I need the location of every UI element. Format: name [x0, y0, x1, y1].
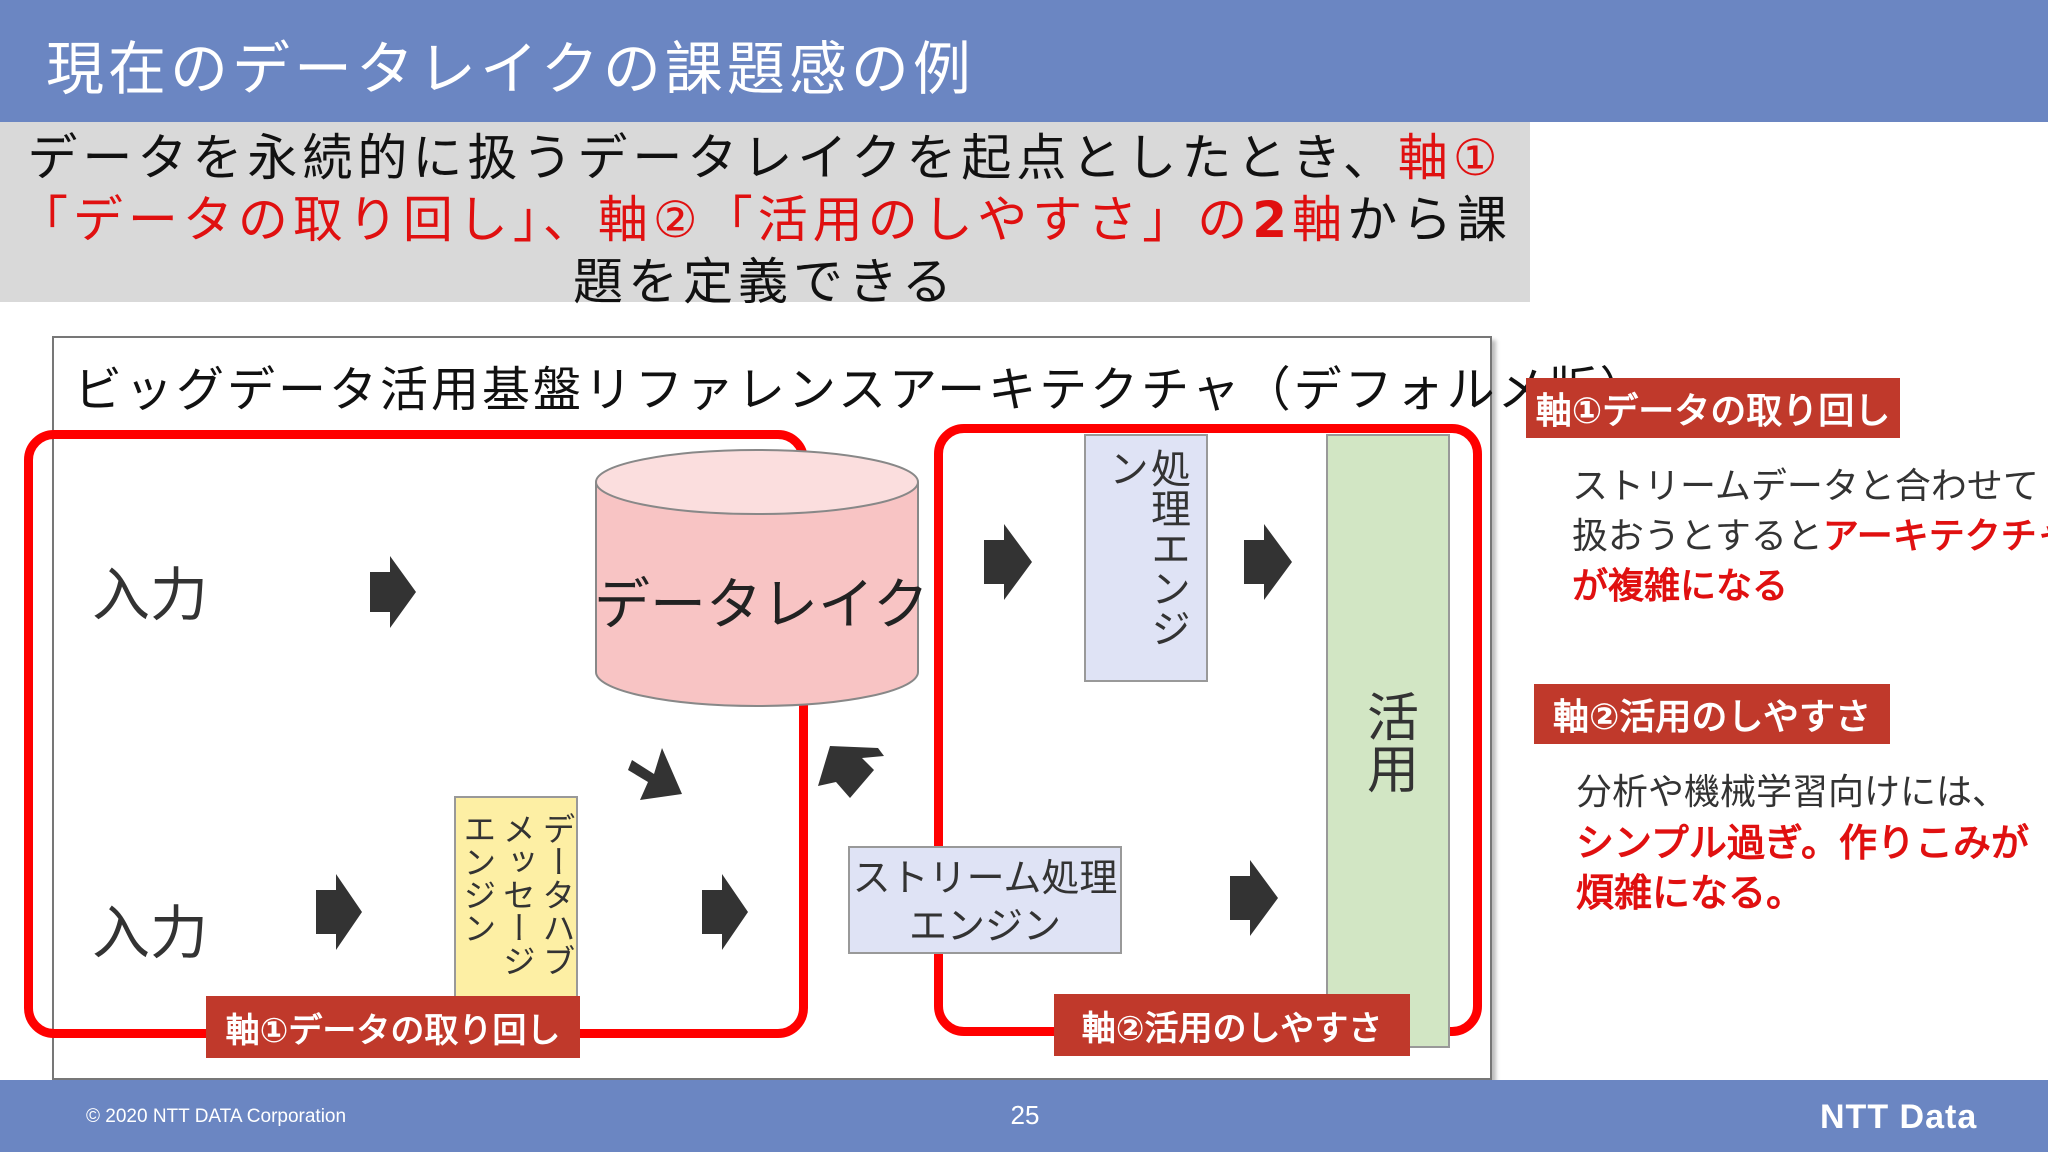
usage-label: 活用 — [1357, 690, 1418, 794]
subtitle-highlight: 「データの取り回し」、軸②「活用のしやすさ」の — [17, 191, 1253, 249]
input-label-bottom: 入力 — [92, 899, 209, 967]
axis1-desc-highlight: が複雑になる — [1572, 566, 1789, 607]
axis2-tag-side: 軸②活用のしやすさ — [1534, 684, 1890, 744]
axis1-desc-line: 扱おうとするとアーキテクチャ — [1572, 512, 2048, 562]
subtitle-highlight: 2 — [1252, 191, 1293, 249]
axis2-desc-highlight: 煩雑になる。 — [1576, 871, 1805, 915]
copyright: © 2020 NTT DATA Corporation — [86, 1106, 347, 1127]
page-title: 現在のデータレイクの課題感の例 — [46, 35, 975, 103]
subtitle-highlight: 軸 — [1292, 191, 1348, 249]
stream-processing-label: ストリーム処理 — [852, 856, 1118, 900]
arrow-up-left-icon — [818, 746, 884, 798]
arrow-right-icon — [984, 524, 1032, 600]
diagram-title: ビッグデータ活用基盤リファレンスアーキテクチャ（デフォルメ版） — [74, 362, 1651, 418]
subtitle-line-1: データを永続的に扱うデータレイクを起点としたとき、軸① — [0, 118, 1530, 190]
arrow-right-icon — [316, 874, 362, 950]
axis1-desc-text: 扱おうとすると — [1572, 516, 1823, 557]
axis1-description: ストリームデータと合わせて 扱おうとするとアーキテクチャ が複雑になる — [1572, 462, 2048, 612]
data-lake-cylinder — [595, 449, 919, 707]
usage-box — [1326, 434, 1450, 1048]
footer-bar — [0, 1080, 2048, 1152]
subtitle-text: から課 — [1347, 191, 1513, 249]
arrow-up-right-icon — [628, 748, 682, 800]
message-hub-box: データハブメッセージエンジン — [454, 796, 578, 1000]
arrow-right-icon — [702, 874, 748, 950]
subtitle-line-3: 題を定義できる — [573, 253, 957, 311]
title-bar — [0, 0, 2048, 122]
data-lake-label: データレイク — [594, 573, 929, 638]
axis1-desc-line: ストリームデータと合わせて — [1572, 466, 2039, 507]
axis2-description: 分析や機械学習向けには、 シンプル過ぎ。作りこみが 煩雑になる。 — [1576, 768, 2029, 918]
stream-processing-box: ストリーム処理 エンジン — [848, 846, 1122, 954]
arrow-right-icon — [370, 556, 416, 628]
axis2-desc-highlight: シンプル過ぎ。作りこみが — [1576, 821, 2029, 865]
axis1-tag-diagram: 軸①データの取り回し — [206, 996, 580, 1058]
arrow-right-icon — [1230, 860, 1278, 936]
arrow-right-icon — [1244, 524, 1292, 600]
axis2-tag-diagram: 軸②活用のしやすさ — [1054, 994, 1410, 1056]
axis2-desc-line: 分析や機械学習向けには、 — [1576, 772, 2009, 813]
stream-processing-label: エンジン — [908, 904, 1061, 948]
company-logo: NTT Data — [1820, 1098, 1978, 1136]
subtitle-text: データを永続的に扱うデータレイクを起点としたとき、 — [27, 129, 1398, 187]
subtitle-highlight: 軸① — [1397, 129, 1503, 187]
axis1-tag-side: 軸①データの取り回し — [1526, 378, 1900, 438]
subtitle-band — [0, 122, 1530, 302]
subtitle-line-2: 「データの取り回し」、軸②「活用のしやすさ」の2軸から課 — [0, 180, 1530, 252]
page-number: 25 — [1010, 1100, 1040, 1130]
axis1-desc-highlight: アーキテクチャ — [1822, 516, 2048, 557]
processing-engine-box: 処理エンジン — [1084, 434, 1208, 682]
input-label-top: 入力 — [92, 561, 209, 629]
